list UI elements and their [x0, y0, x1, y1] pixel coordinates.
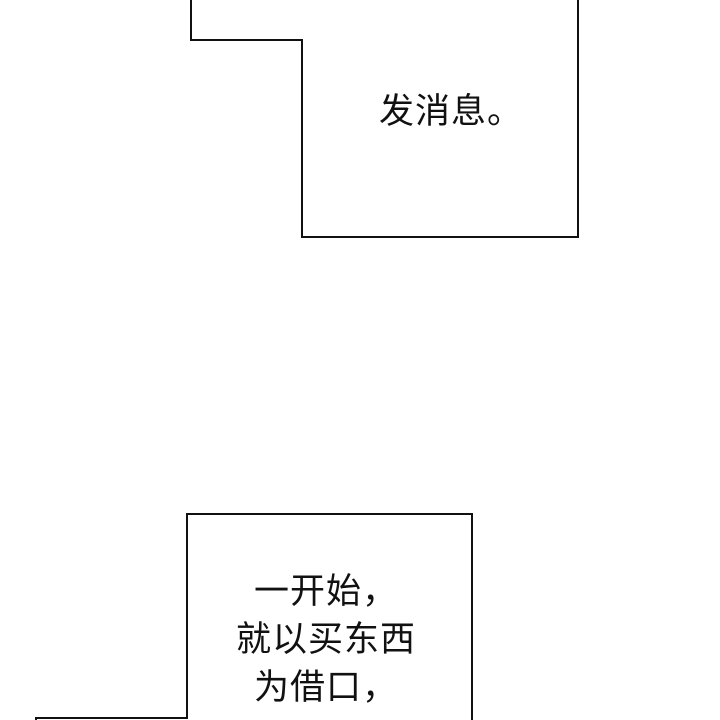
top-caption-text: 发消息。	[379, 92, 524, 132]
bottom-caption-panel	[35, 513, 473, 720]
bottom-caption-line-3: 为借口，	[254, 668, 399, 708]
bottom-caption-line-1: 一开始，	[254, 572, 399, 612]
bottom-caption-line-2: 就以买东西	[236, 620, 417, 660]
bottom-caption-text: 一开始， 就以买东西 为借口，	[236, 568, 416, 712]
top-caption-panel	[190, 0, 579, 238]
